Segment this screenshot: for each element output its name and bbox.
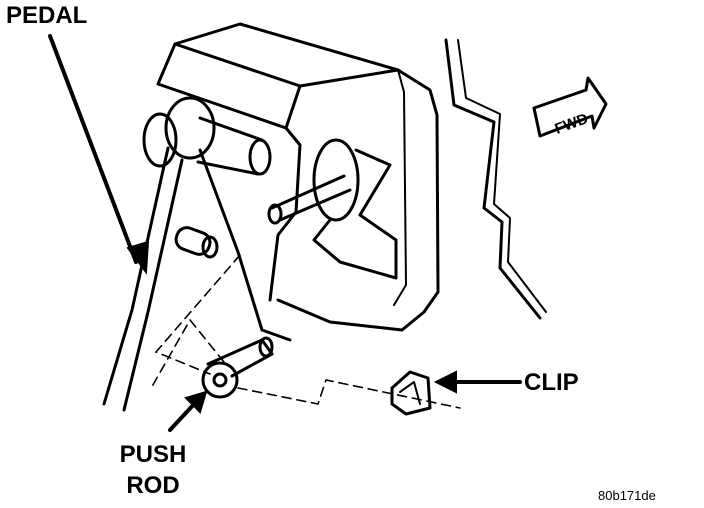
booster-opening bbox=[312, 138, 360, 222]
push-rod-eye-inner bbox=[212, 372, 228, 388]
pedal-leader-arrowhead bbox=[126, 240, 150, 275]
push-rod-stem-end bbox=[258, 336, 274, 358]
clip-label: CLIP bbox=[524, 369, 579, 396]
retainer-clip bbox=[390, 370, 432, 416]
figure-code: 80b171de bbox=[598, 488, 656, 503]
fwd-label: FWD bbox=[553, 110, 591, 138]
booster-rod-end bbox=[267, 203, 283, 225]
pedal-label: PEDAL bbox=[6, 2, 88, 29]
push-rod-label-line1: PUSH bbox=[119, 441, 187, 468]
pedal-arm bbox=[102, 146, 184, 412]
fwd-arrow-outline bbox=[532, 76, 608, 138]
push-rod-leader-arrowhead bbox=[184, 390, 208, 414]
bracket-inner-edge bbox=[393, 69, 407, 306]
pedal-leader bbox=[48, 34, 138, 264]
push-rod-stem bbox=[206, 338, 274, 378]
push-rod-label-line2: ROD bbox=[126, 472, 180, 499]
bracket-ridge bbox=[156, 42, 302, 130]
stop-pin-end bbox=[201, 235, 219, 259]
push-rod-leader bbox=[168, 400, 198, 432]
stop-pin bbox=[174, 226, 212, 256]
booster-flange bbox=[312, 148, 398, 280]
pivot-shaft-end bbox=[248, 138, 272, 176]
bracket-housing bbox=[173, 22, 440, 332]
pivot-shaft bbox=[196, 116, 264, 176]
pivot-bushing bbox=[164, 96, 216, 160]
bracket-top-face bbox=[173, 42, 400, 88]
clip-leader-arrowhead bbox=[433, 370, 457, 394]
assembly-line-clip bbox=[237, 379, 461, 409]
pivot-boss bbox=[142, 112, 178, 168]
pedal-arm-body bbox=[198, 148, 292, 342]
retainer-clip-inner bbox=[399, 381, 421, 405]
assembly-line-rod bbox=[149, 318, 225, 391]
firewall-edge-inner bbox=[457, 39, 547, 313]
assembly-line-pedal bbox=[154, 254, 241, 375]
push-rod-eye bbox=[201, 361, 239, 399]
firewall-edge bbox=[444, 38, 542, 320]
booster-rod bbox=[270, 174, 352, 222]
